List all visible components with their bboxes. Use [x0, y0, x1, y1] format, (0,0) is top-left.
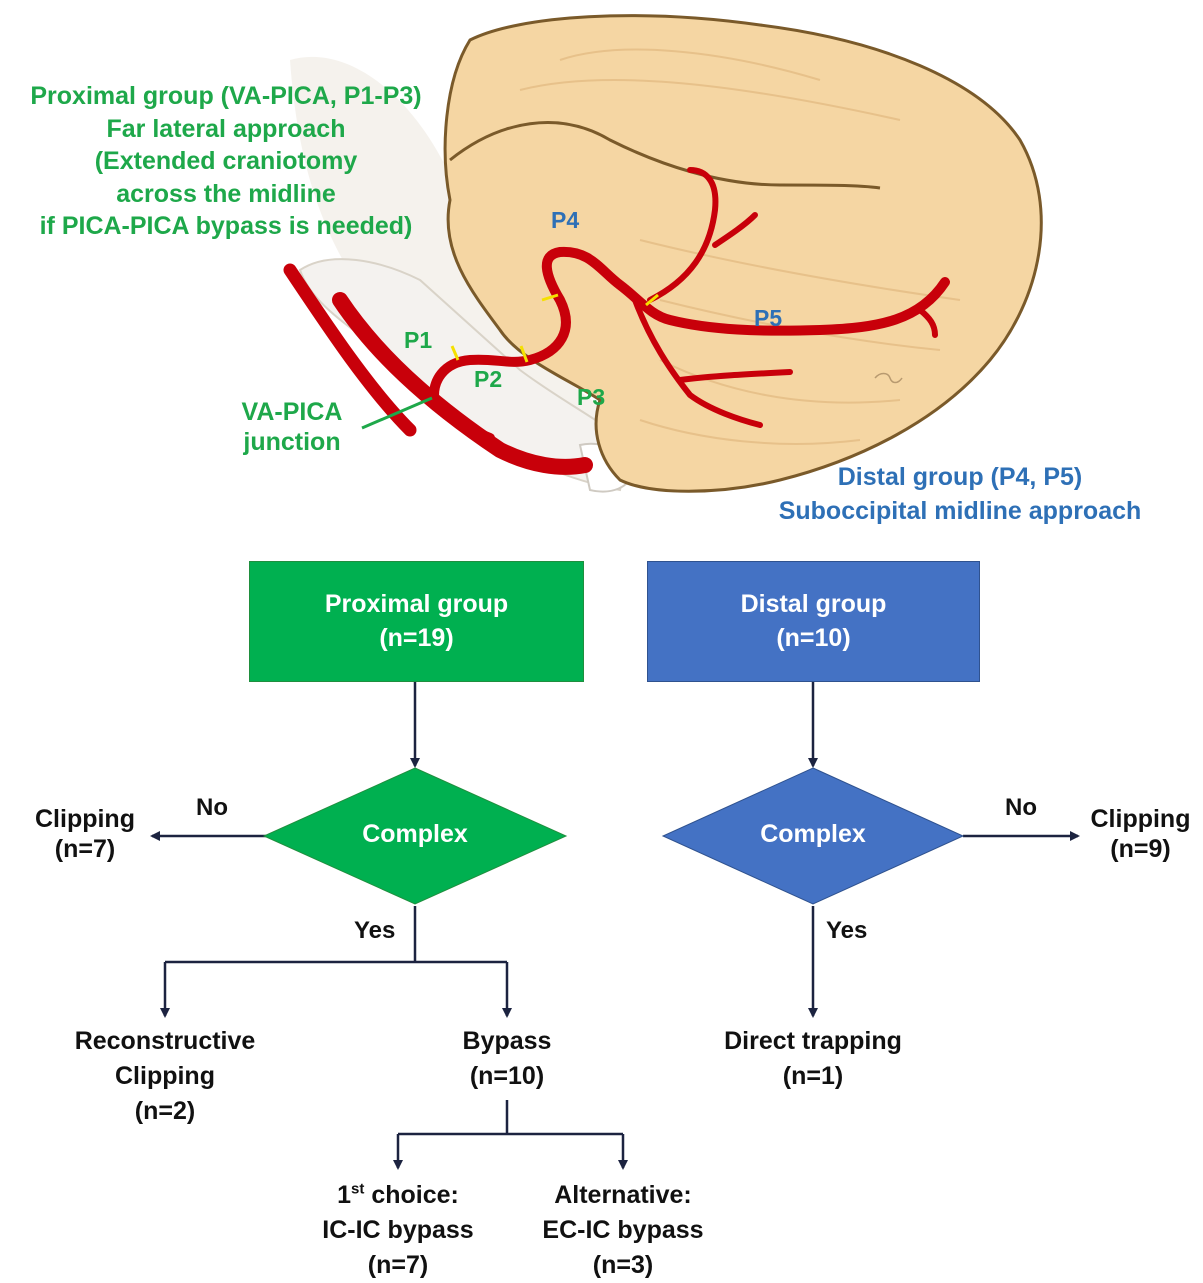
proximal-group-description: Proximal group (VA-PICA, P1-P3) Far late…	[0, 80, 452, 243]
proximal-decision-label: Complex	[362, 820, 468, 848]
first-choice-line-2: IC-IC bypass	[322, 1216, 474, 1244]
junction-label-line-2: junction	[243, 428, 341, 456]
proximal-box-count: (n=19)	[379, 623, 454, 652]
distal-box-count: (n=10)	[776, 623, 851, 652]
bypass-count: (n=10)	[469, 1062, 545, 1090]
cerebellar-fissure	[449, 121, 881, 190]
first-choice-result: 1st choice: IC-IC bypass (n=7)	[298, 1178, 498, 1283]
distal-desc-line-1: Distal group (P4, P5)	[837, 463, 1083, 491]
proximal-desc-line-3: (Extended craniotomy	[94, 147, 358, 175]
trapping-count: (n=1)	[782, 1062, 844, 1090]
proximal-decision-diamond	[262, 767, 568, 905]
proximal-clipping-result: Clipping (n=7)	[20, 804, 150, 864]
junction-label-line-1: VA-PICA	[241, 398, 343, 426]
junction-pointer	[361, 396, 433, 430]
bypass-label: Bypass	[462, 1027, 552, 1055]
distal-box-title: Distal group	[740, 589, 887, 618]
proximal-desc-line-2: Far lateral approach	[106, 114, 346, 143]
first-choice-count: (n=7)	[367, 1251, 429, 1279]
brainstem-shade	[290, 56, 620, 470]
pica-branches	[632, 167, 938, 428]
proximal-clipping-count: (n=7)	[54, 835, 116, 863]
bypass-result: Bypass (n=10)	[427, 1024, 587, 1094]
alternative-line-2: EC-IC bypass	[542, 1216, 704, 1244]
distal-decision-diamond	[661, 767, 965, 905]
distal-clipping-count: (n=9)	[1110, 835, 1171, 863]
artist-signature	[874, 372, 903, 384]
alternative-line-1: Alternative:	[554, 1181, 692, 1209]
distal-clipping-label: Clipping	[1090, 805, 1191, 833]
direct-trapping-result: Direct trapping (n=1)	[683, 1024, 943, 1094]
reconstructive-count: (n=2)	[134, 1097, 196, 1125]
reconstructive-line-1: Reconstructive	[74, 1027, 256, 1055]
segment-label-p1: P1	[404, 327, 433, 353]
pica-trunk	[429, 246, 950, 410]
proximal-no-label: No	[196, 794, 228, 821]
segment-markers	[450, 293, 659, 363]
alternative-count: (n=3)	[592, 1251, 654, 1279]
proximal-desc-line-5: if PICA-PICA bypass is needed)	[39, 212, 413, 240]
segment-label-p3: P3	[577, 384, 606, 410]
first-choice-ordinal: 1	[337, 1181, 352, 1209]
distal-yes-label: Yes	[826, 917, 868, 944]
distal-desc-line-2: Suboccipital midline approach	[778, 496, 1142, 525]
pica-loop	[430, 400, 495, 443]
first-choice-line-1: 1st choice:	[298, 1178, 498, 1213]
first-choice-ordinal-suffix: st	[351, 1180, 365, 1198]
proximal-box-title: Proximal group	[324, 589, 509, 618]
flow-connectors	[150, 682, 1080, 1170]
distal-no-label: No	[1005, 794, 1037, 821]
segment-label-p2: P2	[474, 366, 503, 392]
distal-group-description: Distal group (P4, P5) Suboccipital midli…	[740, 461, 1180, 529]
proximal-clipping-label: Clipping	[35, 805, 135, 833]
junction-label: VA-PICA junction	[222, 397, 362, 457]
proximal-group-box: Proximal group (n=19)	[249, 561, 584, 682]
reconstructive-clipping-result: Reconstructive Clipping (n=2)	[45, 1024, 285, 1129]
distal-group-box: Distal group (n=10)	[647, 561, 980, 682]
cerebellum	[443, 14, 1043, 493]
distal-decision-label: Complex	[760, 820, 866, 848]
proximal-desc-line-1: Proximal group (VA-PICA, P1-P3)	[30, 82, 422, 110]
reconstructive-line-2: Clipping	[115, 1062, 215, 1090]
proximal-desc-line-4: across the midline	[116, 179, 336, 208]
alternative-result: Alternative: EC-IC bypass (n=3)	[518, 1178, 728, 1283]
trapping-label: Direct trapping	[724, 1027, 902, 1055]
distal-clipping-result: Clipping (n=9)	[1078, 804, 1203, 864]
first-choice-rest: choice:	[364, 1181, 459, 1209]
segment-label-p4: P4	[551, 207, 580, 233]
proximal-yes-label: Yes	[354, 917, 396, 944]
segment-label-p5: P5	[754, 305, 783, 331]
